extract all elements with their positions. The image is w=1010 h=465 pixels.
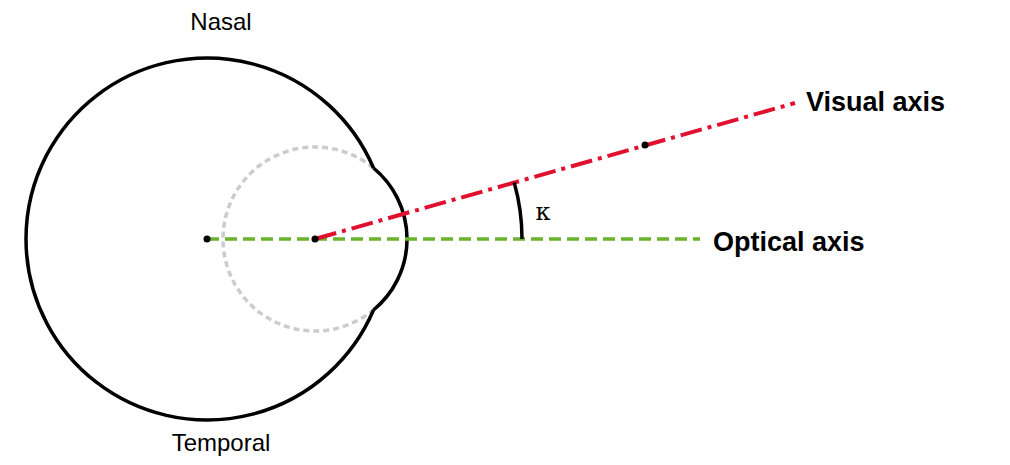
eye-center-dot [204, 236, 211, 243]
optical-axis-line [207, 237, 700, 241]
fixation-point-dot [642, 142, 649, 149]
visual-axis-line [315, 103, 795, 239]
temporal-label: Temporal [172, 430, 271, 456]
nodal-point-dot [312, 236, 319, 243]
kappa-angle-arc [514, 183, 522, 239]
visual-axis-label: Visual axis [806, 88, 945, 118]
nasal-label: Nasal [190, 9, 251, 35]
kappa-angle-label: κ [536, 199, 551, 225]
optical-axis-label: Optical axis [713, 228, 865, 258]
